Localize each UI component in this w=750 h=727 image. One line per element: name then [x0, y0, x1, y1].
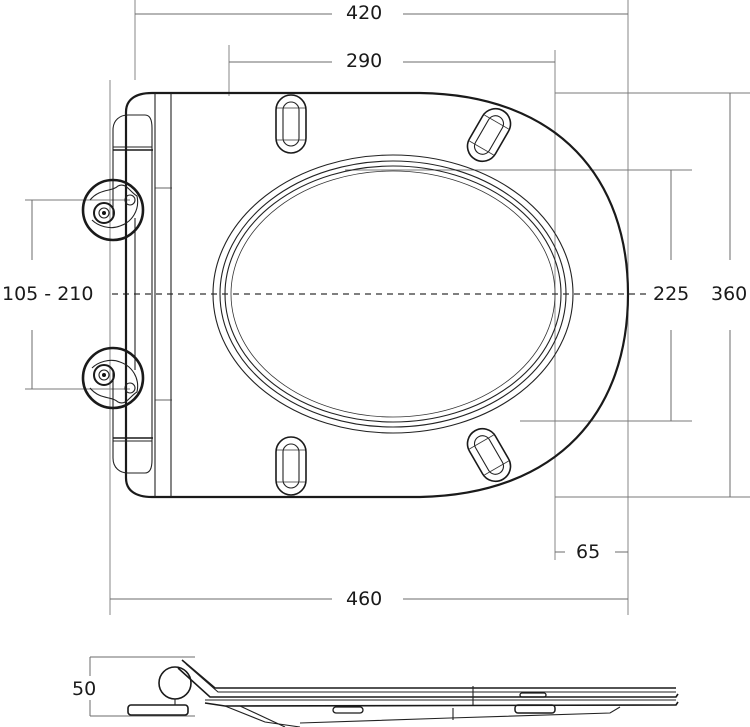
dimension-height: 50	[72, 678, 97, 700]
dimension-overall-width-top: 420	[342, 2, 387, 24]
dimension-hinge-spacing: 105 - 210	[0, 283, 98, 305]
dimension-lines	[31, 13, 731, 717]
bumper-slot-top-left	[275, 94, 307, 154]
dimension-overall-width-bottom: 460	[342, 588, 387, 610]
dimension-opening-length: 225	[649, 283, 694, 305]
bumper-slot-bottom-right	[466, 427, 512, 483]
bumper-slot-bottom-left	[275, 436, 307, 496]
dimension-rear-offset: 65	[572, 541, 605, 563]
bumper-slot-top-right	[466, 107, 512, 163]
hinge-fixing-bottom	[81, 346, 145, 410]
seat-side-view	[127, 659, 679, 727]
seat-top-view	[81, 91, 630, 499]
hinge-fixing-top	[81, 178, 145, 242]
dimension-overall-length: 360	[707, 283, 750, 305]
dimension-opening-width: 290	[342, 50, 387, 72]
